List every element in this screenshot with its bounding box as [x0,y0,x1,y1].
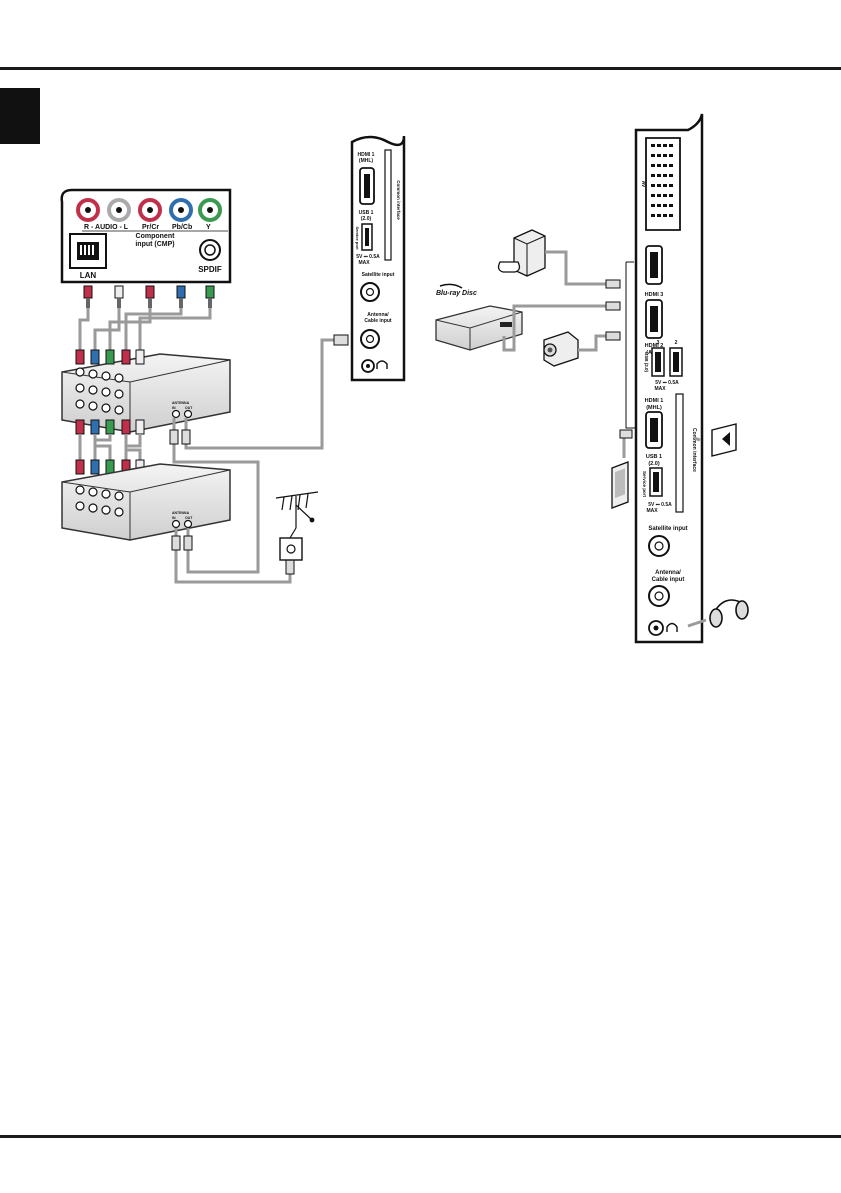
usb23-max: MAX [654,386,666,392]
large-usb1-label: USB 1 [646,454,662,460]
usb20-label: USB (2.0) [644,352,649,373]
hdmi2-label: HDMI 2 [645,343,664,349]
box1-in-label: IN [172,406,176,410]
box2-antenna-label: ANTENNA [172,511,190,515]
large-usb1-sub: (2.0) [648,461,659,467]
rca-plugs-box1 [75,349,145,365]
ci-card-icon [693,423,737,457]
audio-r-jack [76,198,100,222]
small-usb-power: 5V ⎓ 0.5A [356,254,380,260]
antenna-icon [275,491,319,539]
rca-plugs-top [83,285,215,308]
small-usb1-label: USB 1 [359,210,374,216]
box1-out-label: OUT [185,406,193,410]
pb-label: Pb/Cb [172,224,192,231]
small-antenna-label-2: Cable input [364,318,392,324]
bluray-logo: Blu-ray Disc [436,283,477,297]
usb3-num: 3 [657,340,660,346]
pr-label: Pr/Cr [142,224,159,231]
bracket-line [625,261,636,429]
component-label-2: input (CMP) [135,241,174,248]
mobile-phone-icon [611,461,629,509]
rca-plugs-mid [75,419,145,435]
chapter-tab [0,88,40,144]
lan-port [69,233,107,269]
large-usb1-port [649,467,663,497]
usb1-power: 5V ⎓ 0.5A [648,502,672,508]
component-cables-2 [78,434,142,460]
small-headphone-icon [376,360,388,369]
small-usb1-sub: (2.0) [361,216,372,222]
scart-av-port: AV [640,137,681,231]
small-antenna-label-1: Antenna/ [367,312,389,318]
headphone-jack [648,620,664,636]
usb2-port [669,347,683,377]
satellite-port [648,535,670,557]
small-service-port: Service port [355,226,360,250]
large-satellite-label: Satellite input [648,526,687,532]
bottom-rule [0,1135,841,1138]
set-top-box-1: ANTENNA IN OUT [61,353,231,433]
game-console-icon [497,229,546,277]
box1-antenna-label: ANTENNA [172,401,190,405]
component-lan-panel: R - AUDIO - L Pr/Cr Pb/Cb Y Component in… [60,188,232,284]
large-headphone-symbol-icon [666,622,678,632]
hdmi3-label: HDMI 3 [645,292,664,298]
top-rule [0,67,841,70]
usb23-power: 5V ⎓ 0.5A [655,380,679,386]
y-label: Y [206,224,211,231]
bluray-label: Blu-ray Disc [436,290,477,297]
component-label-1: Component [136,233,176,240]
device-cables [502,250,626,458]
large-hdmi1-label: HDMI 1 [645,398,664,404]
hdmi2-port [645,299,663,339]
large-antenna-label-1: Antenna/ [655,570,681,576]
set-top-box-2: ANTENNA IN OUT [61,463,231,541]
small-hdmi1-label: HDMI 1 [358,152,375,158]
small-hdmi1-sub: (MHL) [359,158,373,164]
tv-side-panel-large: AV HDMI 3 HDMI 2 (ARC) 3 2 USB (2.0) 5V … [634,113,704,644]
audio-label: R - AUDIO - L [84,224,129,231]
bluray-player-icon [435,305,523,351]
usb2-num: 2 [675,340,678,346]
pr-jack [138,198,162,222]
tv-side-panel-small: HDMI 1 (MHL) Common interface USB 1 (2.0… [350,135,406,382]
usb3-port [651,347,665,377]
large-hdmi1-sub: (MHL) [646,405,662,411]
large-service-port: Service port [642,471,647,498]
coax-plugs [169,334,349,575]
box2-out-label: OUT [185,516,193,520]
small-common-interface: Common interface [396,180,401,220]
camcorder-icon [543,331,579,367]
large-antenna-label-2: Cable input [652,577,685,583]
large-hdmi1-port [645,411,663,449]
audio-l-jack [107,198,131,222]
small-satellite-label: Satellite input [362,272,395,278]
small-usb-max: MAX [358,260,370,266]
y-jack [198,198,222,222]
antenna-port [648,585,670,607]
hdmi3-port [645,245,663,285]
large-common-interface: Common interface [691,428,697,472]
pb-jack [169,198,193,222]
lan-label: LAN [80,271,97,280]
ci-slot [675,393,684,513]
box2-in-label: IN [172,516,176,520]
component-cables-1 [78,308,212,350]
av-label: AV [640,181,646,188]
spdif-port [199,239,221,261]
wall-outlet-icon [279,537,303,561]
headphones-icon [687,599,749,628]
usb1-max: MAX [646,508,658,514]
spdif-label: SPDIF [198,265,222,274]
device-plugs [605,279,633,439]
